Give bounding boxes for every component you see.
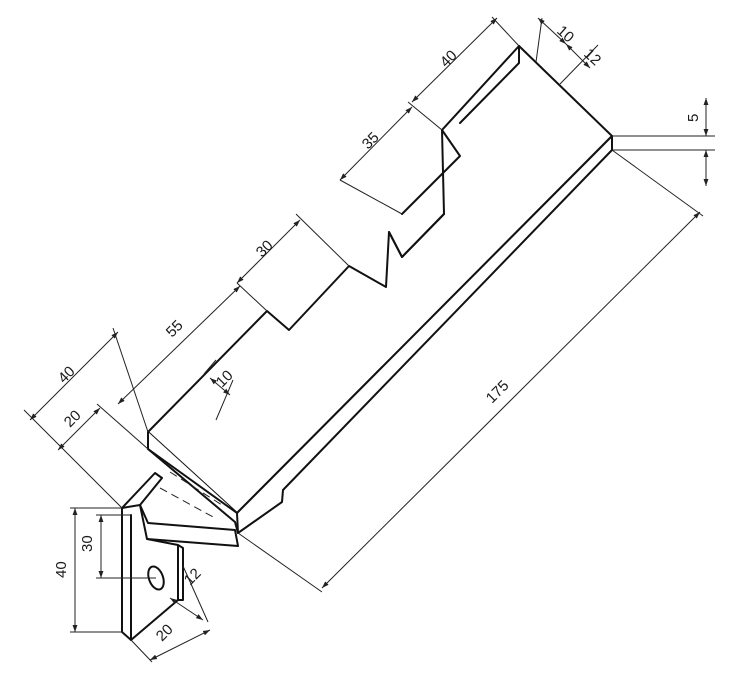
dimension-lines: [29, 17, 709, 661]
dim-10-top: 10: [553, 22, 577, 46]
dim-35: 35: [359, 129, 383, 153]
dim-5: 5: [685, 114, 702, 122]
top-rear-edge: [459, 45, 520, 124]
dim-20-bottom: 20: [153, 621, 177, 645]
left-lower-edge: [147, 448, 239, 534]
mounting-hole: [147, 565, 165, 591]
hidden-line-bracket-2: [159, 487, 216, 519]
dim-12-top: 12: [580, 45, 604, 69]
dim-30-mid: 30: [253, 237, 277, 261]
dim-40-top: 40: [437, 47, 461, 71]
dim-55: 55: [163, 317, 187, 341]
dim-30-vert: 30: [79, 535, 96, 552]
step-line-1: [401, 129, 461, 215]
bracket-leg: [121, 504, 179, 641]
hidden-line-bracket: [169, 471, 223, 506]
part-top-face: [147, 45, 613, 514]
dim-40-left: 40: [55, 363, 79, 387]
dim-40-vert: 40: [53, 561, 70, 578]
